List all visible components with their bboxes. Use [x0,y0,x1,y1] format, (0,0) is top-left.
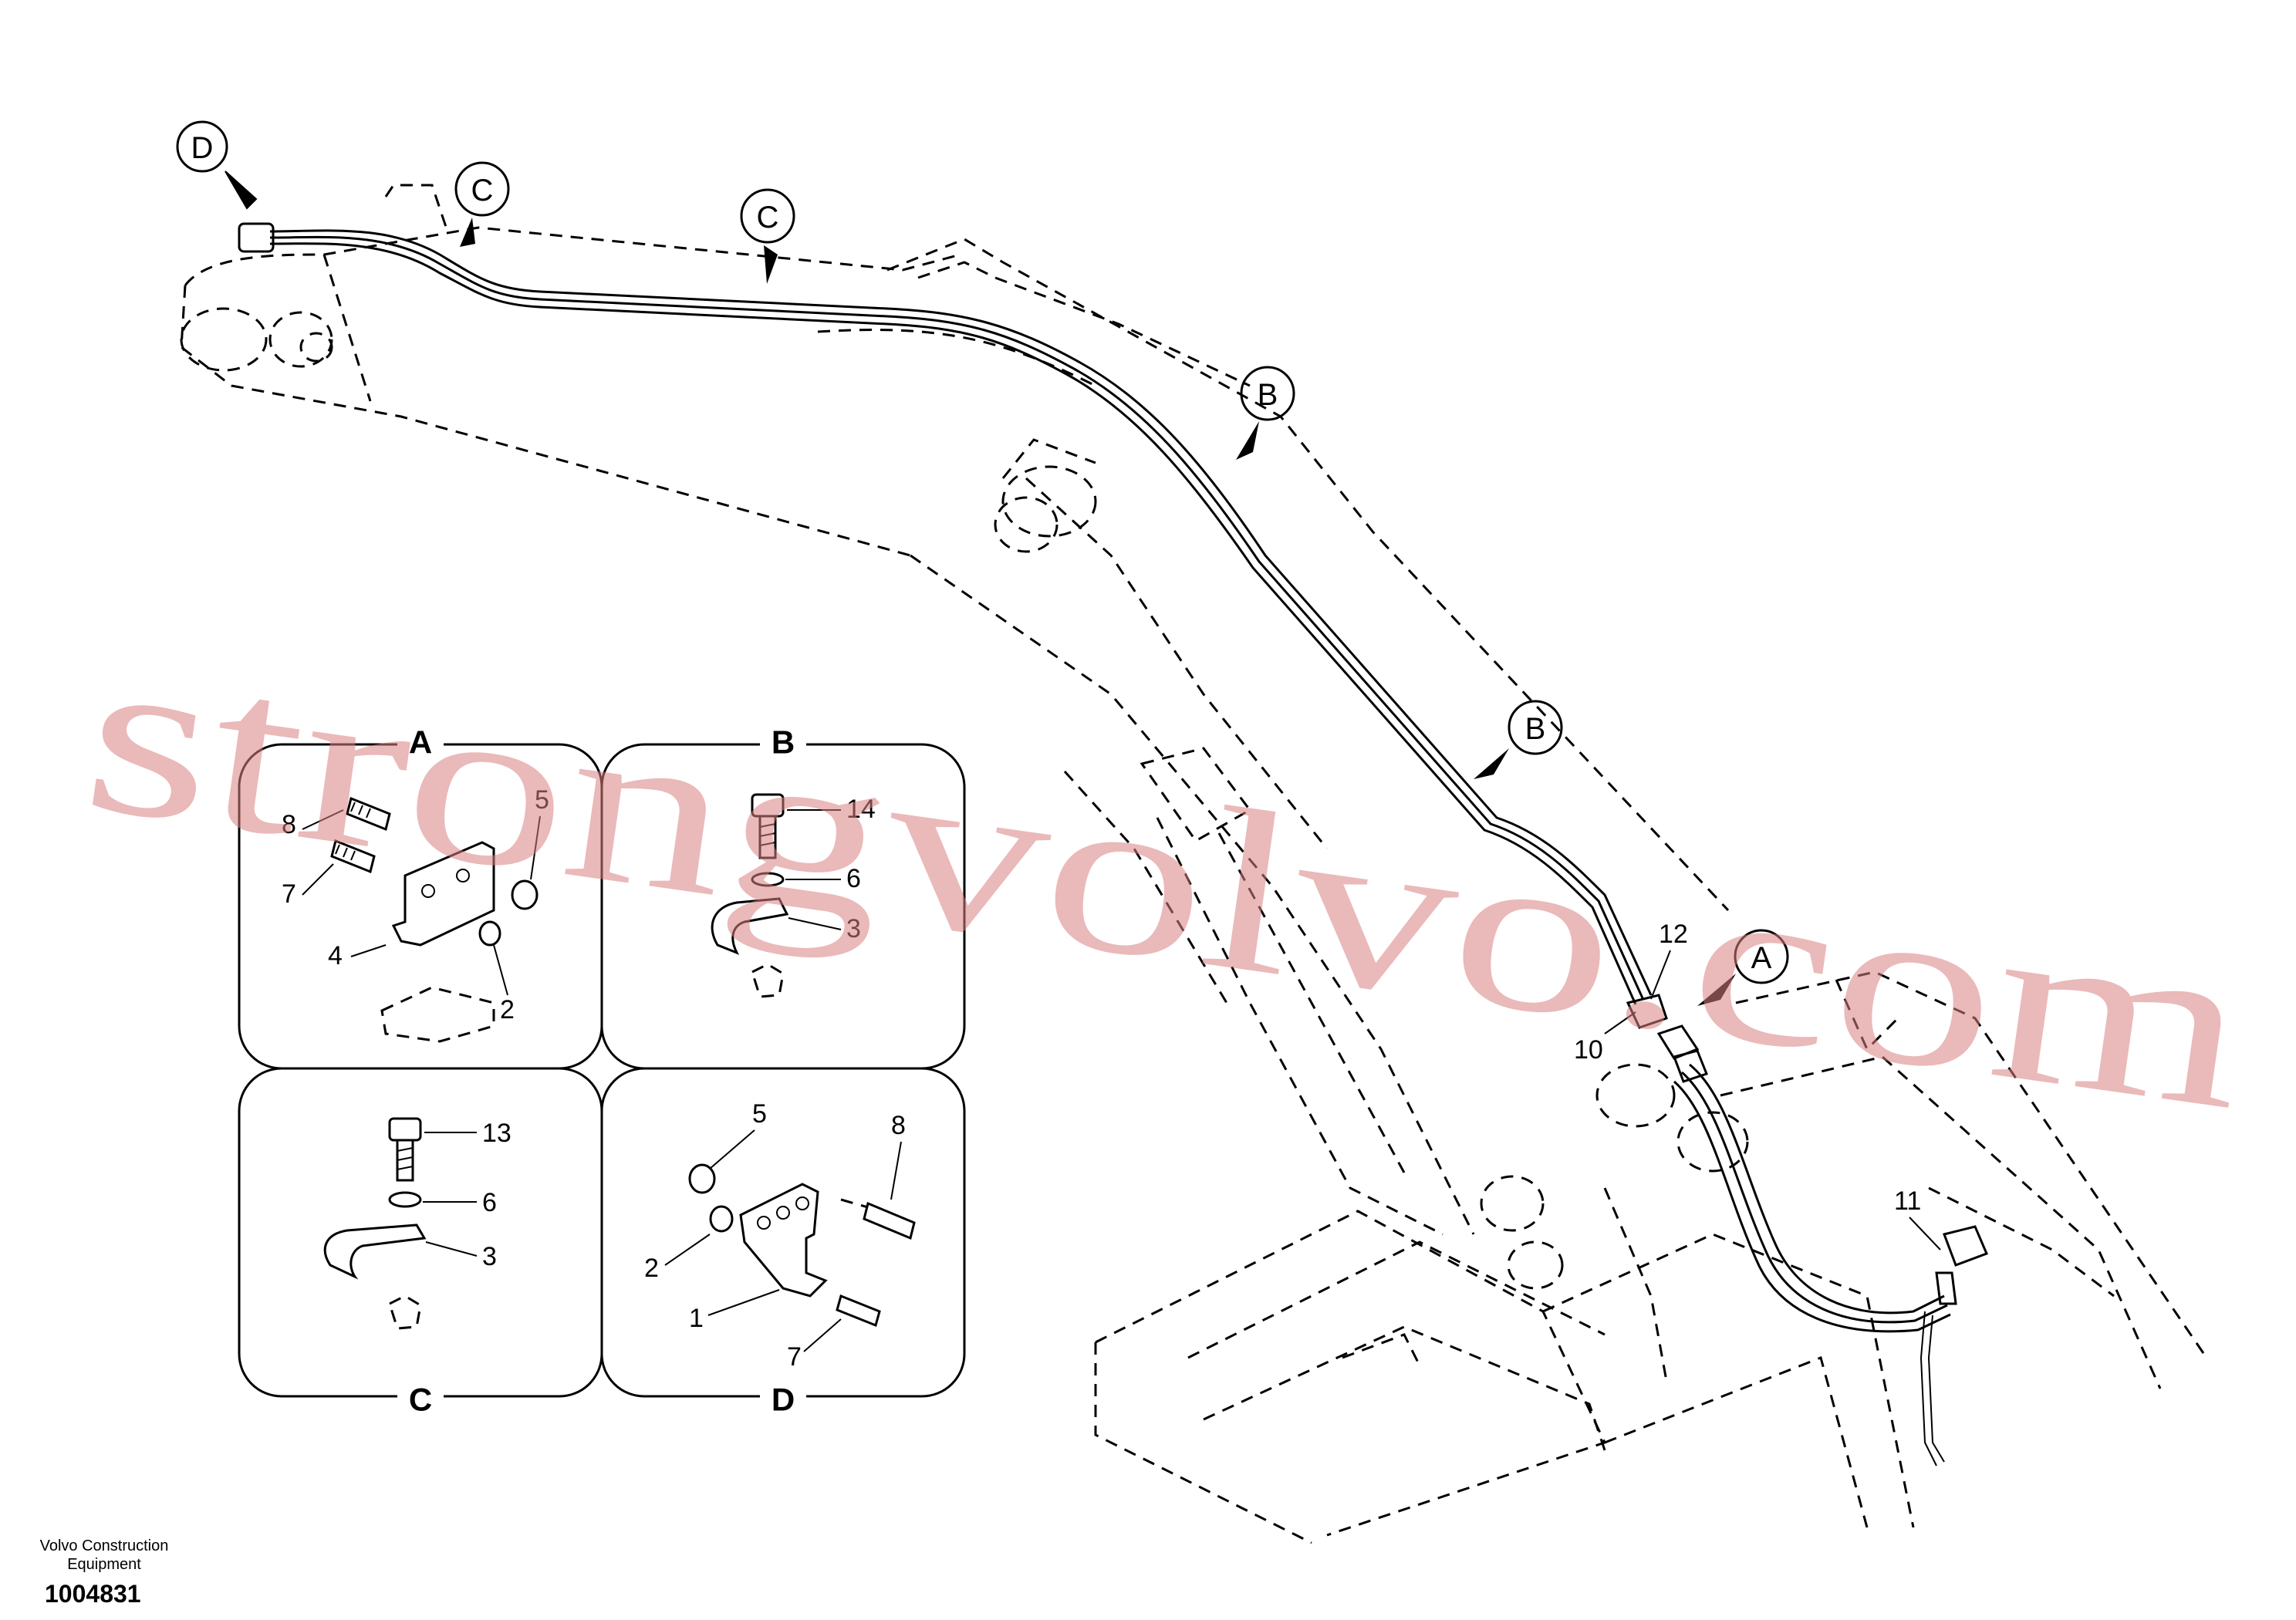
svg-text:A: A [1751,941,1772,975]
brand-label: Volvo Construction Equipment [15,1537,193,1574]
callout-d: D [176,120,258,210]
svg-text:4: 4 [328,941,343,970]
brand-line-2: Equipment [67,1556,141,1573]
detail-panel-d: D 5 8 2 1 7 [600,1067,966,1419]
callout-c-1: C [454,161,510,247]
svg-text:5: 5 [752,1099,767,1129]
svg-text:D: D [772,1382,795,1418]
document-number: 1004831 [45,1580,141,1608]
svg-text:B: B [772,724,795,761]
callout-b-1: B [1236,366,1295,460]
svg-text:2: 2 [500,995,515,1024]
svg-text:D: D [191,131,214,165]
svg-text:A: A [409,724,432,761]
svg-text:3: 3 [846,914,861,943]
svg-text:14: 14 [846,795,876,824]
svg-text:10: 10 [1574,1035,1603,1065]
watermark: strongvolvo.com [72,602,2262,1159]
svg-text:B: B [1258,378,1278,412]
hose-assembly [238,222,1988,1466]
svg-text:C: C [471,174,494,208]
svg-text:3: 3 [482,1242,497,1271]
callout-c-2: C [740,188,795,284]
svg-text:B: B [1525,712,1546,746]
detail-panel-c: C 13 6 3 [238,1067,603,1419]
machine-outline [180,184,2208,1544]
svg-text:6: 6 [846,864,861,893]
svg-text:C: C [757,201,779,235]
svg-text:8: 8 [282,810,296,839]
main-part-labels: 12 10 11 [1574,920,1941,1250]
callout-a: A [1697,929,1789,1006]
svg-text:12: 12 [1659,920,1688,949]
svg-text:11: 11 [1894,1186,1921,1216]
svg-text:5: 5 [535,785,549,815]
svg-text:13: 13 [482,1119,512,1148]
callout-b-2: B [1474,700,1563,779]
detail-panel-b: B 14 6 3 [600,724,966,1070]
svg-text:8: 8 [891,1111,906,1140]
svg-text:C: C [409,1382,432,1418]
brand-line-1: Volvo Construction [39,1537,169,1554]
svg-text:1: 1 [689,1304,704,1333]
svg-text:6: 6 [482,1188,497,1217]
svg-text:2: 2 [644,1254,659,1283]
svg-text:7: 7 [282,879,296,909]
svg-text:7: 7 [787,1342,802,1372]
